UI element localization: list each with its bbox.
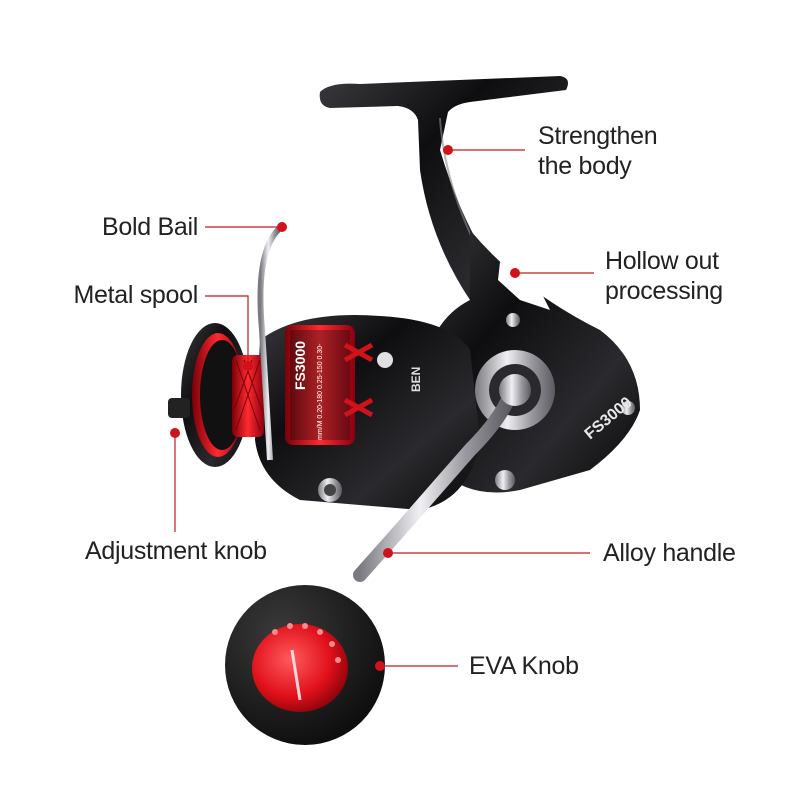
- screw-icon: [506, 313, 520, 327]
- callout-line: processing: [605, 277, 723, 305]
- spool-line-spec: mm/M 0.20-180 0.25-150 0.30-: [317, 343, 324, 440]
- adjustment-knob: [168, 398, 190, 418]
- callout-line: Alloy handle: [603, 539, 736, 567]
- brand-logo-icon: [377, 352, 393, 368]
- bail-wire: [257, 225, 283, 461]
- knob-cap: [252, 624, 348, 712]
- metal-spool: FS3000 mm/M 0.20-180 0.25-150 0.30- BEN: [285, 325, 423, 445]
- callout-adjustment-knob: Adjustment knob: [85, 536, 267, 566]
- callout-hollow-out: Hollow out processing: [605, 246, 723, 306]
- callout-line: EVA Knob: [469, 652, 579, 680]
- eva-knob: [225, 585, 385, 745]
- callout-line: Adjustment knob: [85, 537, 267, 565]
- brand-marking: BEN: [409, 367, 423, 392]
- front-drag: [168, 323, 264, 467]
- callout-line: Bold Bail: [102, 213, 198, 241]
- callout-line: Hollow out: [605, 247, 719, 275]
- spool-model-marking: FS3000: [292, 341, 308, 390]
- callout-metal-spool: Metal spool: [70, 280, 198, 310]
- callout-line: Strengthen: [538, 122, 658, 150]
- screw-icon: [621, 401, 635, 415]
- callout-line: Metal spool: [73, 281, 198, 309]
- callout-alloy-handle: Alloy handle: [603, 538, 736, 568]
- alloy-handle: [353, 374, 531, 582]
- callout-bold-bail: Bold Bail: [100, 212, 198, 242]
- callout-line: the body: [538, 152, 632, 180]
- callout-eva-knob: EVA Knob: [469, 651, 579, 681]
- callout-strengthen-body: Strengthen the body: [538, 121, 658, 181]
- callout-leaders: [170, 145, 594, 671]
